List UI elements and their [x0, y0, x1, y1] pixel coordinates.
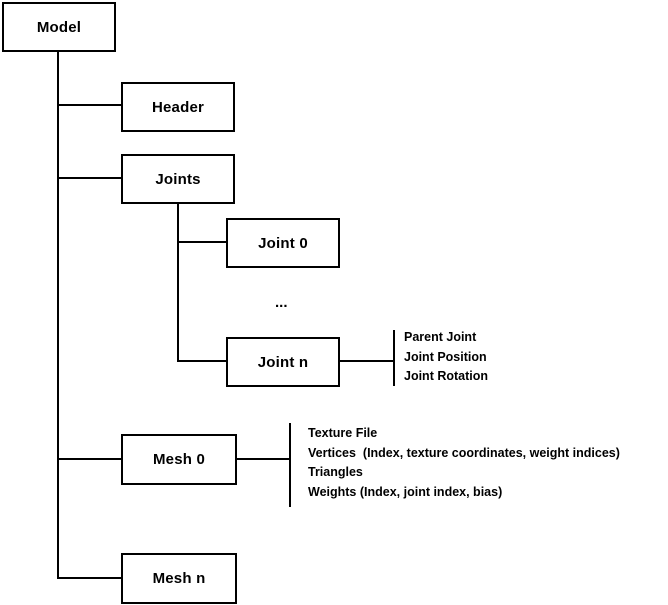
mesh-attr-texture-file: Texture File	[308, 426, 378, 440]
joint-n-attr-connector	[338, 360, 394, 362]
branch-mesh-n-line	[57, 577, 122, 579]
joint-attr-parent: Parent Joint	[404, 330, 477, 344]
joints-node: Joints	[121, 154, 235, 204]
mesh-0-attr-bracket	[289, 423, 291, 507]
model-node: Model	[2, 2, 116, 52]
branch-joint-n-line	[177, 360, 227, 362]
joint-n-node: Joint n	[226, 337, 340, 387]
mesh-0-attr-connector	[236, 458, 290, 460]
joints-ellipsis: ...	[275, 294, 288, 311]
branch-joint-0-line	[177, 241, 227, 243]
branch-header-line	[57, 104, 122, 106]
joint-attr-rotation: Joint Rotation	[404, 369, 489, 383]
joint-attr-position: Joint Position	[404, 349, 487, 364]
branch-joints-line	[57, 177, 122, 179]
mesh-n-node: Mesh n	[121, 553, 237, 604]
mesh-attr-weights: Weights (Index, joint index, bias)	[308, 484, 503, 499]
mesh-0-node: Mesh 0	[121, 434, 237, 485]
header-node: Header	[121, 82, 235, 132]
trunk-line	[57, 50, 59, 579]
joints-trunk-line	[177, 202, 179, 362]
mesh-attr-vertices: Vertices (Index, texture coordinates, we…	[308, 445, 620, 460]
branch-mesh-0-line	[57, 458, 122, 460]
mesh-attr-triangles: Triangles	[308, 465, 363, 479]
joint-0-node: Joint 0	[226, 218, 340, 268]
joint-n-attr-bracket	[393, 330, 395, 386]
joint-n-attributes: Parent Joint Joint Position Joint Rotati…	[404, 328, 488, 387]
mesh-0-attributes: Texture File Vertices (Index, texture co…	[308, 424, 620, 502]
